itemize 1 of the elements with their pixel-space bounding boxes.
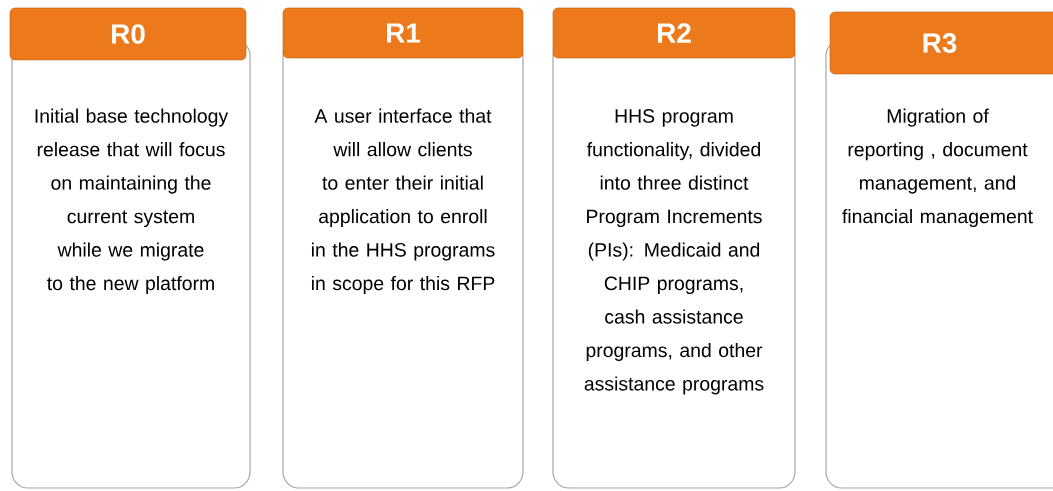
header-tab: R3 <box>829 11 1053 75</box>
